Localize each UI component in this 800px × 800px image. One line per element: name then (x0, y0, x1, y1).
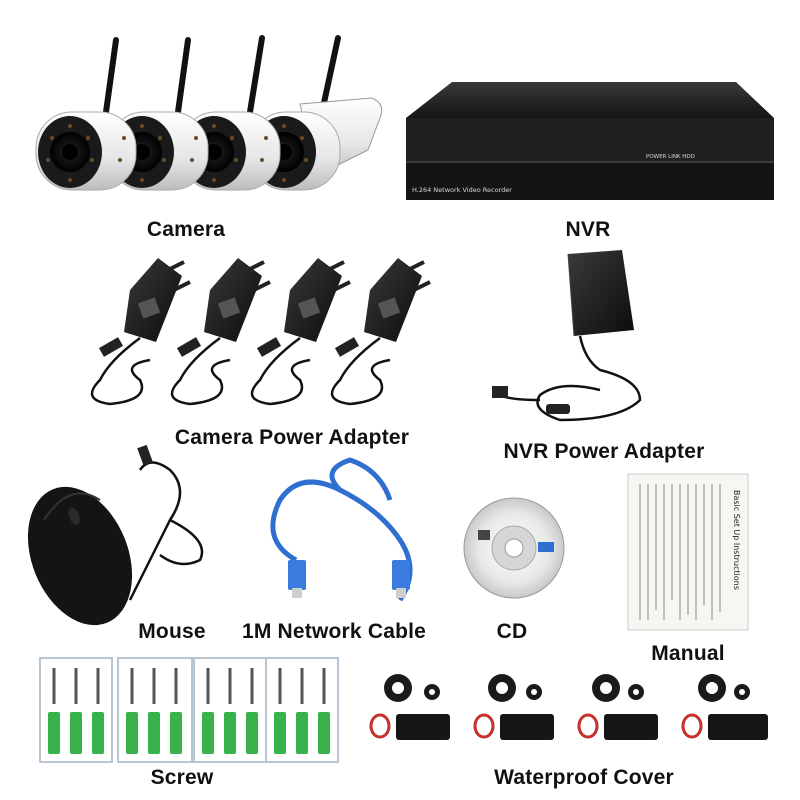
label-cd: CD (496, 620, 528, 643)
label-nvr: NVR (565, 218, 611, 241)
label-waterproof-cover: Waterproof Cover (494, 766, 674, 789)
camera-power-adapter-2 (170, 258, 271, 406)
label-network-cable: 1M Network Cable (241, 620, 427, 643)
label-mouse: Mouse (138, 620, 206, 643)
waterproof-cover-group (369, 674, 768, 740)
nvr-power-adapter (492, 250, 642, 422)
waterproof-cover-2 (473, 674, 554, 740)
manual-title: Basic Set Up Instructions (732, 490, 741, 590)
label-screw: Screw (150, 766, 214, 789)
camera-power-adapter-3 (250, 258, 351, 406)
nvr-device: H.264 Network Video Recorder POWER LINK … (406, 82, 774, 200)
camera-power-adapter-1 (90, 258, 191, 406)
camera-group (35, 35, 383, 191)
label-camera: Camera (146, 218, 226, 241)
label-camera-power-adapter: Camera Power Adapter (174, 426, 410, 449)
label-nvr-power-adapter: NVR Power Adapter (503, 440, 705, 463)
camera-power-adapter-group (90, 258, 431, 406)
mouse-device (27, 444, 204, 626)
label-manual: Manual (651, 642, 725, 665)
nvr-front-text: H.264 Network Video Recorder (412, 186, 512, 194)
cd-disc (463, 497, 565, 599)
camera-power-adapter-4 (330, 258, 431, 406)
camera-1 (35, 111, 137, 191)
screw-group (39, 657, 339, 763)
manual-document: Basic Set Up Instructions (627, 473, 749, 631)
network-cable (270, 457, 413, 602)
nvr-indicator-text: POWER LINK HDD (646, 154, 695, 160)
waterproof-cover-4 (681, 674, 768, 740)
waterproof-cover-1 (369, 674, 450, 740)
waterproof-cover-3 (577, 674, 658, 740)
